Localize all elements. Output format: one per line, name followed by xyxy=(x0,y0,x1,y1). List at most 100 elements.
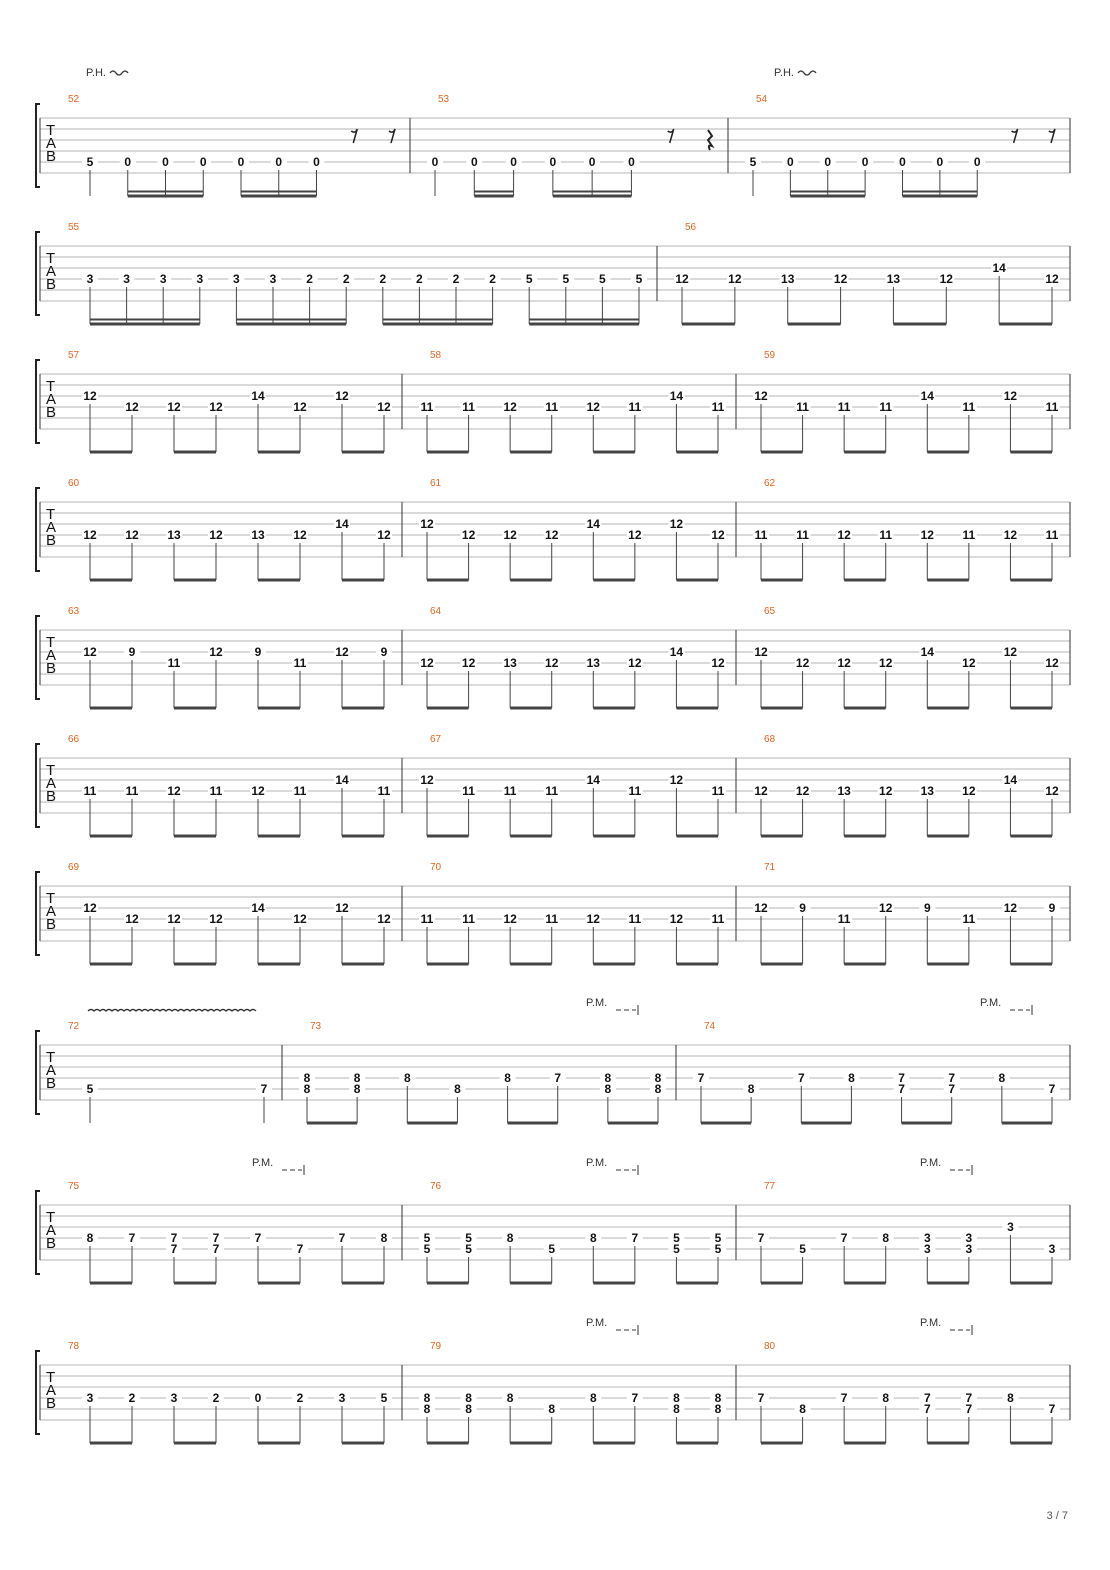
beam xyxy=(787,322,841,326)
beam-secondary xyxy=(529,318,639,321)
beam xyxy=(1001,1121,1052,1125)
fret-number: 14 xyxy=(1004,773,1018,787)
fret-number: 3 xyxy=(233,272,240,286)
fret-bg xyxy=(166,913,182,925)
fret-number: 12 xyxy=(209,645,223,659)
beam xyxy=(593,578,635,582)
beam xyxy=(790,194,866,198)
fret-number: 14 xyxy=(587,773,601,787)
fret-number: 9 xyxy=(129,645,136,659)
fret-bg xyxy=(166,1232,182,1244)
fret-number: 2 xyxy=(306,272,313,286)
fret-number: 8 xyxy=(748,1082,755,1096)
fret-bg xyxy=(208,1232,224,1244)
fret-bg xyxy=(419,1403,435,1415)
fret-number: 12 xyxy=(711,656,725,670)
fret-number: 12 xyxy=(462,528,476,542)
fret-number: 8 xyxy=(715,1391,722,1405)
beam xyxy=(90,962,132,966)
fret-number: 3 xyxy=(171,1391,178,1405)
fret-number: 8 xyxy=(465,1391,472,1405)
fret-number: 3 xyxy=(924,1242,931,1256)
fret-bg xyxy=(1044,902,1060,914)
fret-number: 11 xyxy=(838,400,851,414)
fret-bg xyxy=(270,156,287,168)
fret-bg xyxy=(208,785,224,797)
fret-number: 12 xyxy=(209,400,223,414)
fret-bg xyxy=(124,1392,140,1404)
beam xyxy=(676,450,718,454)
fret-bg xyxy=(1044,785,1060,797)
beam xyxy=(761,706,803,710)
beam xyxy=(427,578,469,582)
fret-bg xyxy=(993,1072,1010,1084)
tab-clef-t: T xyxy=(46,1209,55,1226)
fret-bg xyxy=(376,529,392,541)
fret-bg xyxy=(626,657,643,669)
fret-bg xyxy=(124,785,140,797)
fret-bg xyxy=(419,657,435,669)
fret-bg xyxy=(349,1083,366,1095)
tab-clef-a: A xyxy=(46,135,56,152)
tab-clef-b: B xyxy=(46,1395,56,1412)
fret-number: 11 xyxy=(545,912,558,926)
fret-number: 14 xyxy=(251,389,265,403)
fret-number: 8 xyxy=(548,1402,555,1416)
fret-bg xyxy=(292,401,308,413)
fret-bg xyxy=(885,273,902,285)
fret-number: 7 xyxy=(841,1231,848,1245)
fret-bg xyxy=(1044,1083,1060,1095)
fret-bg xyxy=(376,913,392,925)
fret-bg xyxy=(376,1232,392,1244)
fret-bg xyxy=(857,156,874,168)
fret-number: 12 xyxy=(83,528,97,542)
fret-number: 7 xyxy=(758,1391,765,1405)
fret-bg xyxy=(836,401,853,413)
beam xyxy=(510,1441,552,1445)
fret-number: 12 xyxy=(628,528,642,542)
fret-number: 14 xyxy=(335,517,349,531)
fret-bg xyxy=(419,1243,435,1255)
measure-number: 77 xyxy=(764,1181,776,1192)
beam xyxy=(761,578,803,582)
fret-number: 2 xyxy=(489,272,496,286)
fret-bg xyxy=(1044,529,1060,541)
fret-number: 8 xyxy=(848,1071,855,1085)
measure-number: 79 xyxy=(430,1341,442,1352)
beam xyxy=(607,1121,658,1125)
palm-mute-label: P.M. xyxy=(586,997,607,1009)
beam xyxy=(593,834,635,838)
fret-number: 12 xyxy=(335,901,349,915)
beam xyxy=(510,834,552,838)
fret-bg xyxy=(334,1232,350,1244)
fret-number: 5 xyxy=(465,1242,472,1256)
fret-bg xyxy=(543,401,560,413)
fret-number: 2 xyxy=(453,272,460,286)
fret-number: 2 xyxy=(129,1391,136,1405)
beam xyxy=(801,1121,852,1125)
fret-number: 5 xyxy=(526,272,533,286)
beam-secondary xyxy=(790,190,866,193)
fret-bg xyxy=(931,156,948,168)
fret-bg xyxy=(710,529,726,541)
fret-bg xyxy=(919,529,936,541)
fret-bg xyxy=(82,785,98,797)
fret-bg xyxy=(460,785,477,797)
beam xyxy=(427,834,469,838)
fret-bg xyxy=(449,1083,466,1095)
fret-bg xyxy=(960,1392,977,1404)
fret-bg xyxy=(919,1403,936,1415)
fret-bg xyxy=(585,657,602,669)
beam xyxy=(844,450,886,454)
fret-number: 8 xyxy=(673,1391,680,1405)
tab-clef-a: A xyxy=(46,263,56,280)
fret-bg xyxy=(960,1243,977,1255)
beam xyxy=(474,194,514,198)
fret-number: 12 xyxy=(1045,656,1059,670)
beam xyxy=(258,834,300,838)
pinch-harmonic-wave xyxy=(797,70,817,76)
beam xyxy=(902,194,978,198)
beam xyxy=(927,834,969,838)
fret-number: 12 xyxy=(167,400,181,414)
fret-number: 0 xyxy=(628,155,635,169)
